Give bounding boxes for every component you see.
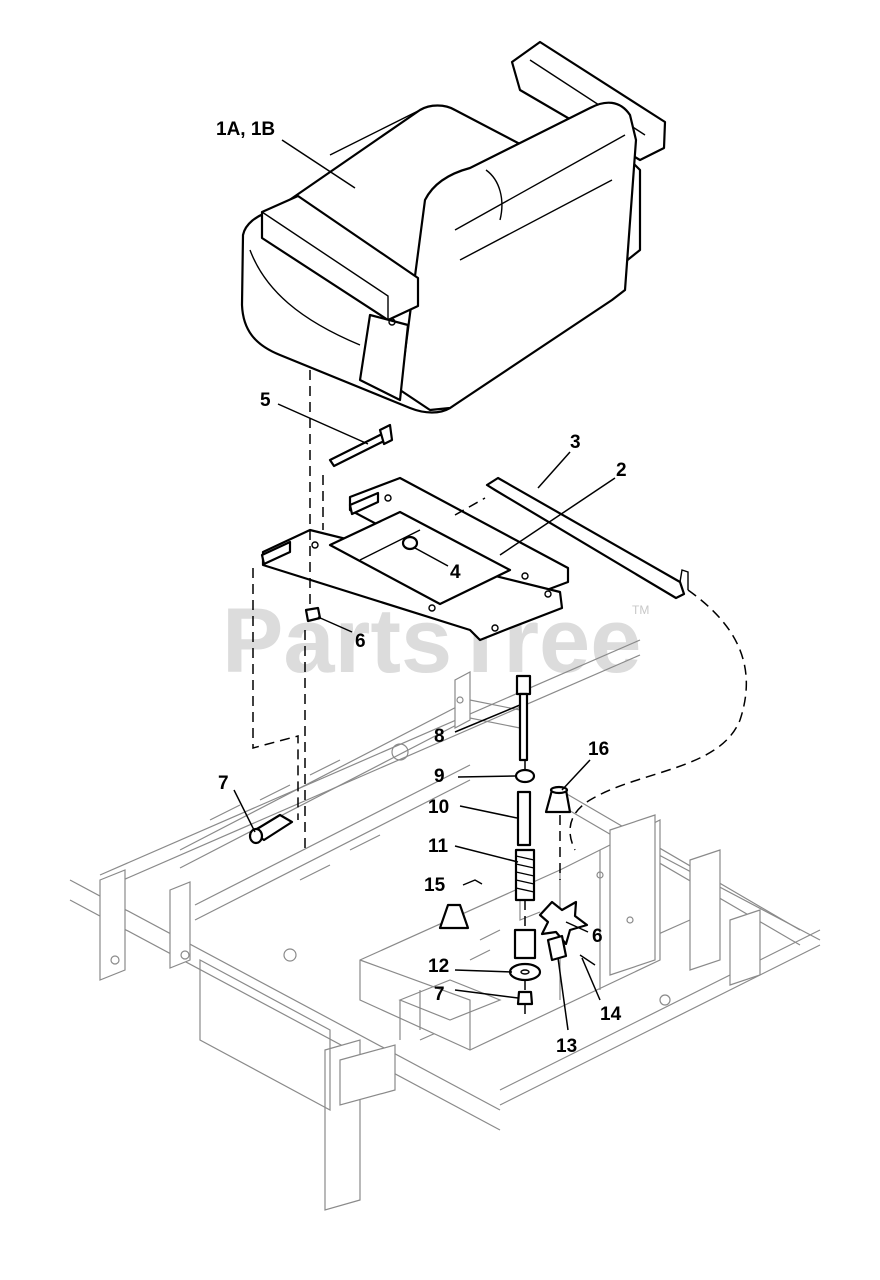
- callout-6-knob: 6: [592, 926, 603, 947]
- leader-lines: [233, 139, 616, 1031]
- callout-14: 14: [600, 1004, 622, 1025]
- seat-mounting-plate: [260, 476, 570, 642]
- callout-6-plate: 6: [355, 631, 366, 652]
- callout-11: 11: [428, 836, 449, 857]
- callout-4: 4: [450, 562, 461, 583]
- callout-15: 15: [424, 875, 446, 896]
- callout-3: 3: [570, 432, 581, 453]
- alignment-lines: [252, 370, 748, 1015]
- callout-1a-1b: 1A, 1B: [216, 119, 275, 140]
- callout-7-lower: 7: [434, 984, 445, 1005]
- callout-9: 9: [434, 766, 445, 787]
- small-parts: [248, 535, 596, 1006]
- callout-8: 8: [434, 726, 445, 747]
- watermark-tm: TM: [632, 603, 649, 617]
- mower-frame: [69, 639, 821, 1211]
- callout-13: 13: [556, 1036, 577, 1057]
- callout-10: 10: [428, 797, 449, 818]
- callout-7-left: 7: [218, 773, 229, 794]
- callout-2: 2: [616, 460, 627, 481]
- callout-12: 12: [428, 956, 449, 977]
- callout-5: 5: [260, 390, 271, 411]
- seat-rod: [485, 476, 689, 600]
- seat: [240, 40, 667, 414]
- callout-16: 16: [588, 739, 609, 760]
- callouts: 1A, 1B 2 3 4 5 6 6 7 7 8 9 10 11 12 13 1…: [216, 119, 627, 1057]
